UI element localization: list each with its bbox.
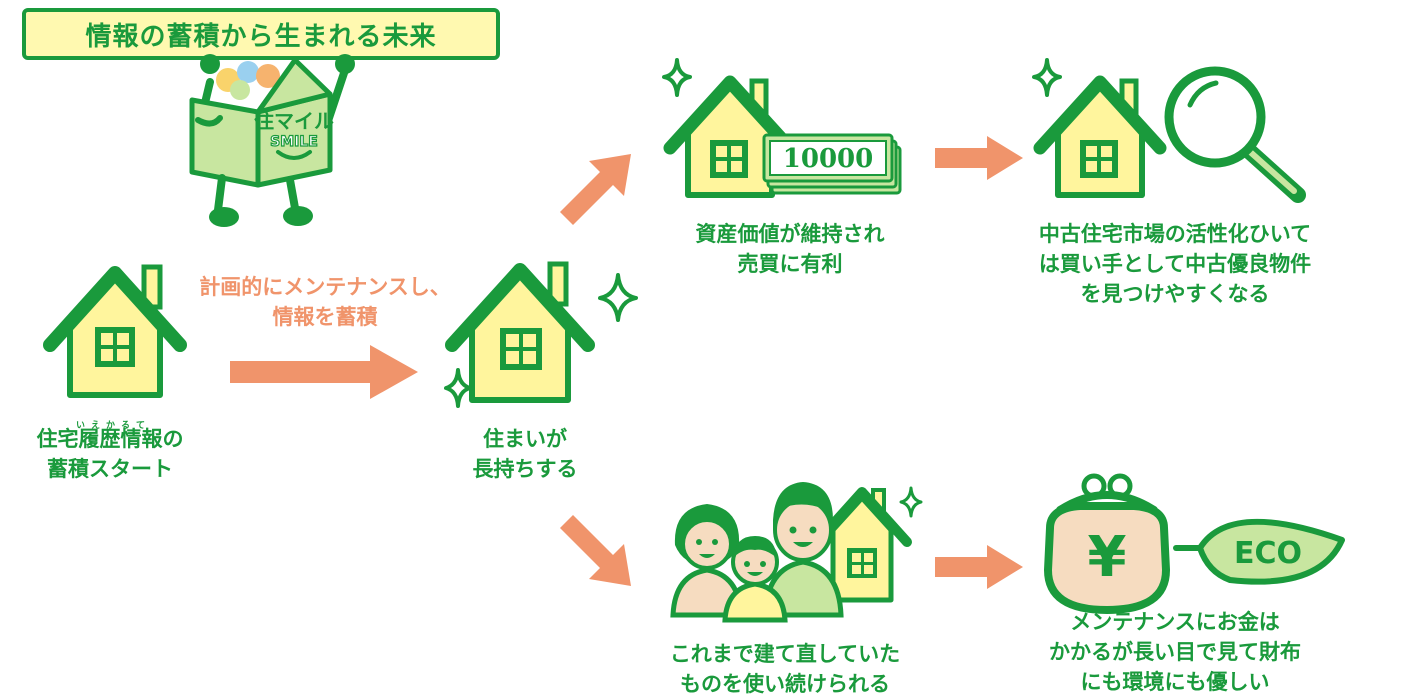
mascot-box-house: 住マイル SMILE: [189, 54, 355, 227]
reuse-line1: これまで建て直していた: [669, 642, 901, 666]
asset-line2: 売買に有利: [737, 251, 843, 276]
maintain-line1: 計画的にメンテナンスし、: [199, 275, 451, 299]
asset-caption: 資産価値が維持され 売買に有利: [670, 220, 910, 280]
arrow-right-2: [935, 136, 1023, 180]
page-title-banner: 情報の蓄積から生まれる未来: [22, 8, 500, 60]
purse-eco-icon: ¥ ECO: [1044, 473, 1345, 614]
page-title: 情報の蓄積から生まれる未来: [85, 21, 437, 52]
start-line2: 蓄積スタート: [47, 456, 173, 481]
house-icon-start: [43, 264, 187, 398]
long-life-line1: 住まいが: [483, 427, 567, 451]
eco-line3: にも環境にも優しい: [1080, 669, 1270, 694]
mascot-sign-kana: 住マイル: [254, 109, 334, 133]
house-icon-long-life: [444, 261, 638, 408]
long-life-caption: 住まいが 長持ちする: [455, 425, 595, 485]
arrow-right-3: [935, 545, 1023, 589]
asset-line1: 資産価値が維持され: [695, 222, 885, 246]
eco-line2: かかるが長い目で見て財布: [1049, 639, 1301, 664]
start-caption: 住宅履歴情報の 蓄積スタート: [20, 425, 200, 485]
eco-caption: メンテナンスにお金は かかるが長い目で見て財布 にも環境にも優しい: [1025, 608, 1325, 697]
arrow-right-1: [230, 345, 418, 399]
start-line1: 住宅履歴情報の: [36, 427, 184, 451]
arrow-up-right: [560, 154, 631, 225]
market-line1: 中古住宅市場の活性化ひいて: [1038, 222, 1312, 246]
long-life-line2: 長持ちする: [472, 456, 578, 481]
house-magnifier-icon: [1032, 58, 1306, 203]
eco-leaf-label: ECO: [1234, 536, 1302, 571]
mascot-sign-latin: SMILE: [270, 134, 318, 150]
arrow-down-right: [560, 515, 631, 586]
eco-line1: メンテナンスにお金は: [1070, 610, 1280, 634]
reuse-line2: ものを使い続けられる: [680, 671, 890, 696]
house-banknote-icon: 10000: [662, 58, 902, 198]
banknote-amount: 10000: [783, 144, 873, 174]
market-line3: を見つけやすくなる: [1080, 281, 1270, 306]
market-caption: 中古住宅市場の活性化ひいて は買い手として中古優良物件 を見つけやすくなる: [1020, 220, 1330, 309]
family-house-icon: [670, 482, 923, 623]
start-ruby: いえかるて: [76, 421, 152, 431]
maintain-caption: 計画的にメンテナンスし、 情報を蓄積: [195, 273, 455, 333]
maintain-line2: 情報を蓄積: [272, 304, 378, 329]
yen-symbol: ¥: [1088, 525, 1127, 590]
reuse-caption: これまで建て直していた ものを使い続けられる: [655, 640, 915, 700]
market-line2: は買い手として中古優良物件: [1038, 251, 1312, 276]
